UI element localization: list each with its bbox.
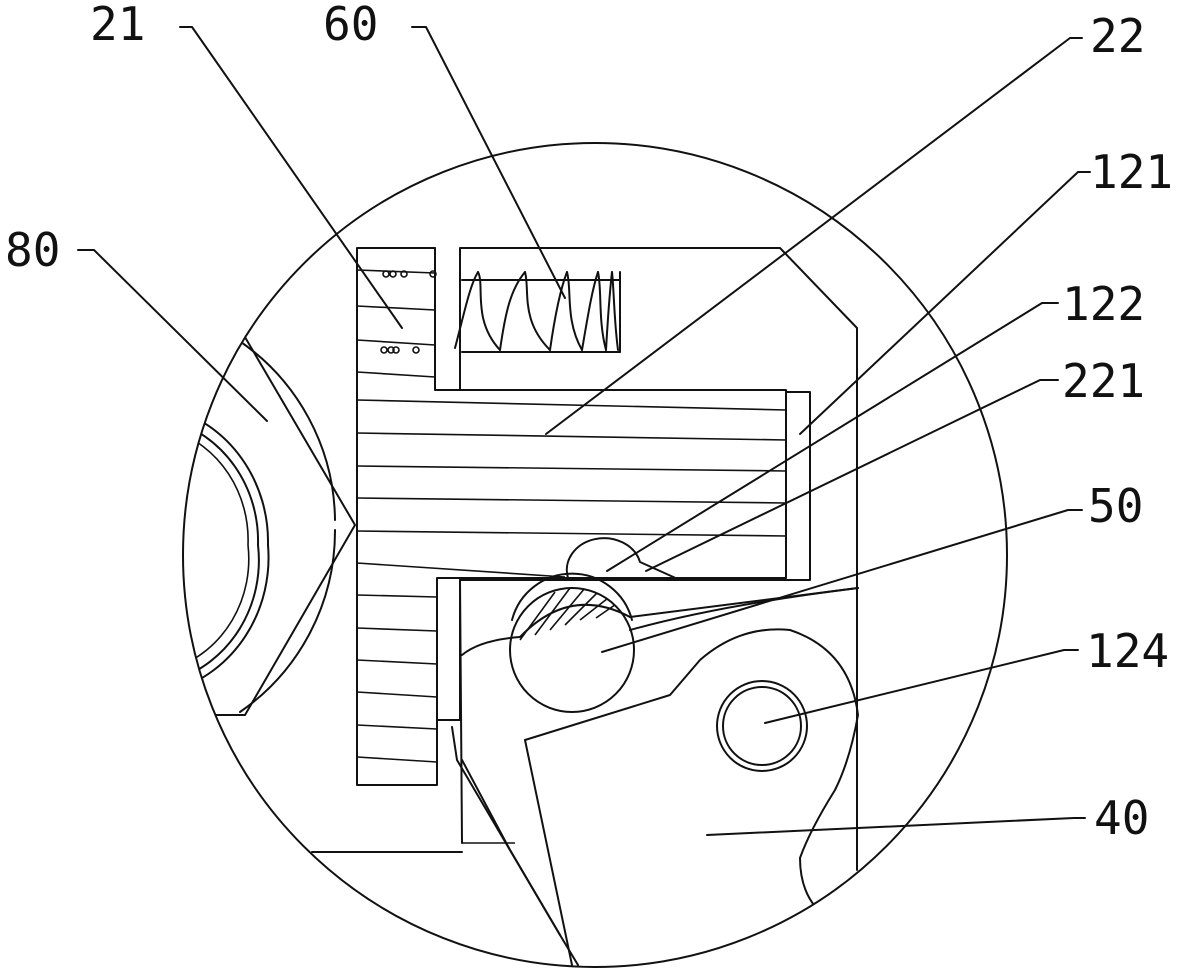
detail-circle [182,142,1008,968]
leader-lines [77,26,1091,836]
part-22-body [356,399,787,763]
label-124: 124 [1086,624,1169,678]
label-80: 80 [5,223,60,277]
part-80-nut [183,331,356,716]
label-221: 221 [1062,354,1145,408]
label-122: 122 [1062,277,1145,331]
part-21-block [356,247,787,786]
label-40: 40 [1094,791,1149,845]
label-121: 121 [1090,145,1173,199]
part-50-roller [461,572,859,713]
part-121-housing [436,247,858,871]
label-21: 21 [90,0,145,51]
label-50: 50 [1088,479,1143,533]
label-60: 60 [323,0,378,51]
part-124-pin [716,680,808,772]
label-22: 22 [1090,9,1145,63]
part-60-spring [454,271,621,353]
